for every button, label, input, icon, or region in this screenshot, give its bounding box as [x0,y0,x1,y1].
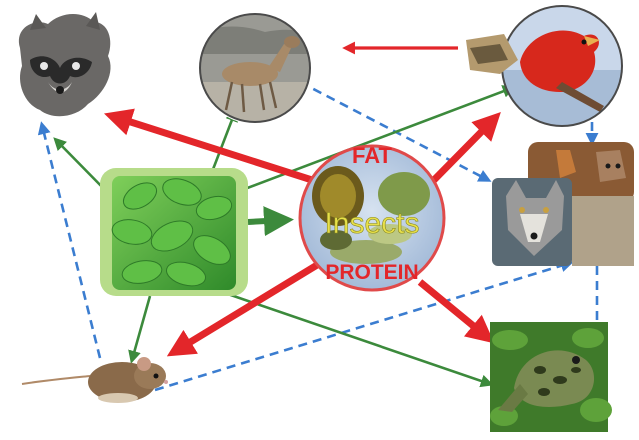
green-arrow-plant-to-mouse [132,296,150,360]
insects-hub: FAT Insects PROTEIN [300,143,444,290]
green-arrow-plant-to-deer [212,112,235,172]
red-bird-photo [466,4,625,130]
dashed-arrow-mouse-to-raccoon [42,125,100,358]
wolf-fox-cat-photo [492,142,634,266]
mouse-photo [22,357,168,403]
frog-photo [490,322,612,432]
hub-insects-label: Insects [324,207,419,240]
hub-fat-label: FAT [352,143,392,168]
green-leaves-photo [100,168,248,296]
deer-photo [195,10,315,130]
red-arrow-insects-to-bird [432,118,495,182]
hub-protein-label: PROTEIN [325,261,418,284]
green-arrow-plant-to-insects [248,220,285,222]
raccoon-photo [19,12,111,116]
